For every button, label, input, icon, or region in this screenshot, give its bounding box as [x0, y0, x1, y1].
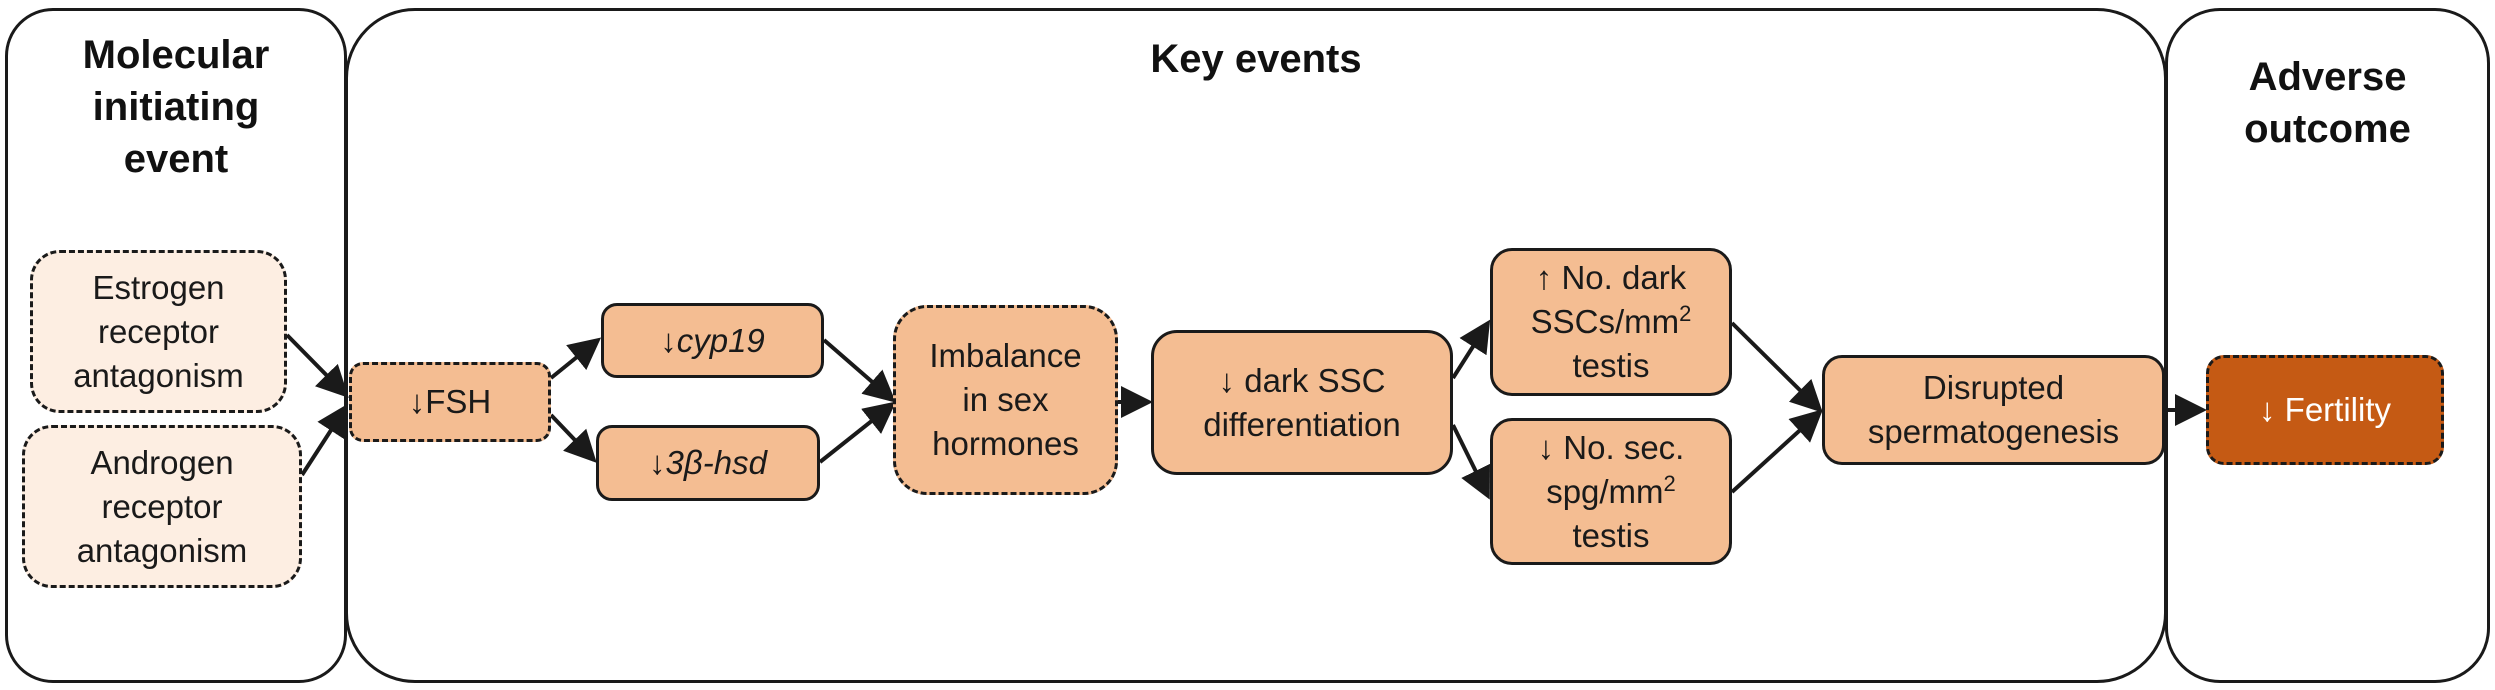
estrogen-node-label: Estrogen receptor antagonism [73, 268, 244, 394]
no-dark-node-label: ↑ No. dark SSCs/mm2 testis [1531, 256, 1692, 388]
imbalance-sex-hormones-node: Imbalance in sex hormones [893, 305, 1118, 495]
mie-panel-title: Molecular initiating event [82, 33, 270, 181]
dark-ssc-node-label: ↓ dark SSC differentiation [1203, 361, 1401, 443]
no-sec-line-3: testis [1572, 516, 1650, 554]
arrow-darkssc-nosec [1451, 424, 1490, 500]
cyp19-node: ↓cyp19 [601, 303, 824, 378]
androgen-receptor-antagonism-node: Androgen receptor antagonism [22, 425, 302, 588]
arrow-darkssc-nodark [1451, 319, 1491, 380]
imbalance-node-label: Imbalance in sex hormones [929, 337, 1082, 462]
hsd-down-arrow: ↓ [649, 444, 666, 481]
disrupted-spermatogenesis-node: Disrupted spermatogenesis [1822, 355, 2165, 465]
no-dark-superscript: 2 [1679, 301, 1692, 326]
cyp19-node-label: ↓cyp19 [660, 319, 765, 363]
hsd-gene: 3β-hsd [665, 444, 767, 481]
arrow-androgen-fsh [300, 403, 349, 477]
no-sec-line-1: ↓ No. sec. [1537, 428, 1685, 466]
hsd-node: ↓3β-hsd [596, 425, 820, 501]
no-dark-line-3: testis [1572, 347, 1650, 384]
cyp19-gene: cyp19 [676, 321, 765, 359]
no-sec-superscript: 2 [1663, 470, 1676, 496]
arrow-estrogen-fsh [285, 333, 349, 398]
arrow-fsh-hsd [549, 413, 597, 463]
fsh-node: ↓FSH [349, 362, 551, 442]
no-dark-unit: SSCs/mm [1530, 303, 1680, 340]
no-sec-spg-node: ↓ No. sec. spg/mm2 testis [1490, 418, 1732, 565]
arrow-nodark-disrupted [1730, 321, 1823, 413]
fertility-node-label: ↓ Fertility [2259, 391, 2391, 428]
arrow-fsh-cyp19 [549, 337, 602, 380]
cyp19-down-arrow: ↓ [660, 321, 677, 359]
no-sec-line-2: spg/mm2 [1538, 470, 1685, 514]
no-dark-sscs-node: ↑ No. dark SSCs/mm2 testis [1490, 248, 1732, 396]
hsd-node-label: ↓3β-hsd [649, 441, 767, 485]
androgen-node-label: Androgen receptor antagonism [76, 443, 248, 569]
disrupted-node-label: Disrupted spermatogenesis [1867, 369, 2120, 450]
ao-panel: Adverse outcome [2165, 8, 2490, 683]
fertility-node: ↓ Fertility [2206, 355, 2444, 465]
estrogen-receptor-antagonism-node: Estrogen receptor antagonism [30, 250, 287, 413]
no-sec-unit: spg/mm [1546, 472, 1664, 510]
arrow-hsd-imbalance [818, 401, 897, 464]
fsh-node-label: ↓FSH [408, 383, 492, 420]
arrow-nosec-disrupted [1730, 409, 1823, 494]
no-sec-node-label: ↓ No. sec. spg/mm2 testis [1538, 426, 1685, 558]
arrow-cyp19-imbalance [822, 338, 897, 403]
ke-panel-title: Key events [1150, 37, 1362, 81]
no-dark-line-2: SSCs/mm2 [1531, 300, 1692, 344]
ao-panel-title: Adverse outcome [2244, 55, 2411, 151]
dark-ssc-differentiation-node: ↓ dark SSC differentiation [1151, 330, 1453, 475]
no-dark-line-1: ↑ No. dark [1535, 259, 1687, 296]
